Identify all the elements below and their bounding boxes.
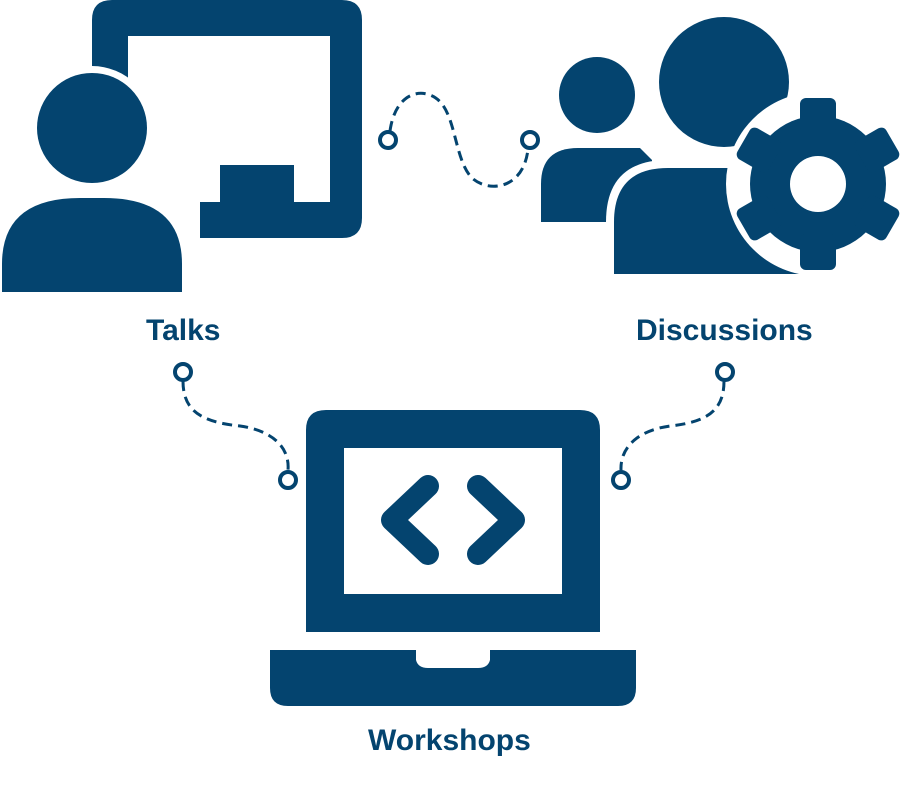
connector-endpoint <box>520 130 540 150</box>
talks-label: Talks <box>146 314 221 347</box>
laptop-code-icon <box>270 410 636 706</box>
workshops-label: Workshops <box>368 724 531 757</box>
connector-talks-workshops <box>173 362 298 490</box>
connector-endpoint <box>611 470 631 490</box>
users-gear-icon <box>541 10 908 280</box>
connector-discussions-workshops <box>611 362 735 490</box>
connector-talks-discussions <box>378 91 540 188</box>
discussions-label: Discussions <box>636 314 813 347</box>
connector-endpoint <box>173 362 193 382</box>
connector-endpoint <box>278 470 298 490</box>
connector-endpoint <box>715 362 735 382</box>
presenter-board-icon <box>0 0 362 296</box>
connector-endpoint <box>378 130 398 150</box>
